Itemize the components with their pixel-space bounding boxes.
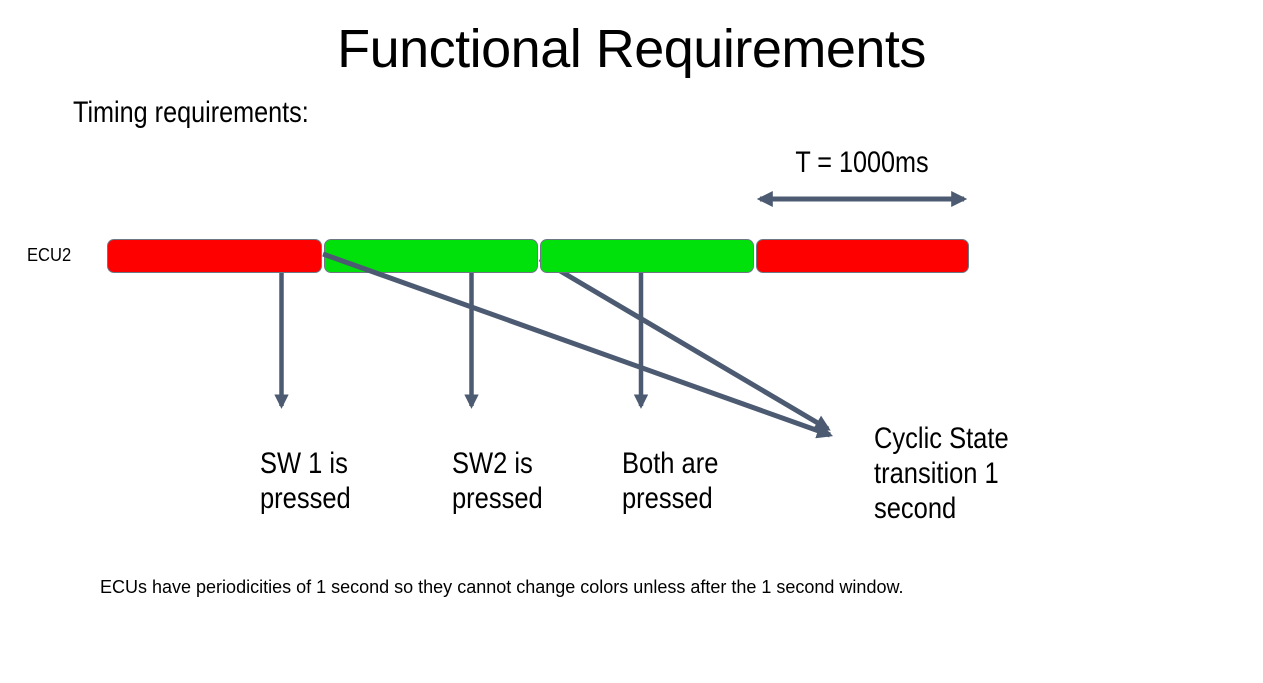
slide-title: Functional Requirements [337, 19, 926, 79]
ecu2-label: ECU2 [27, 245, 72, 265]
ecu2-segment-3 [540, 239, 754, 273]
sw2-pressed-label: SW2 is pressed [452, 447, 543, 515]
ecu2-segment-1 [107, 239, 322, 273]
both-pressed-label: Both are pressed [622, 447, 719, 515]
ecu2-segment-4 [756, 239, 969, 273]
cyclic-state-label: Cyclic State transition 1 second [874, 422, 1009, 525]
cyclic-transition-arrow-2 [538, 256, 831, 432]
sw1-pressed-label: SW 1 is pressed [260, 447, 351, 515]
timing-requirements-heading: Timing requirements: [73, 96, 309, 129]
periodicity-note: ECUs have periodicities of 1 second so t… [100, 577, 904, 597]
period-label: T = 1000ms [795, 146, 929, 179]
cyclic-transition-arrow-1 [322, 251, 834, 439]
